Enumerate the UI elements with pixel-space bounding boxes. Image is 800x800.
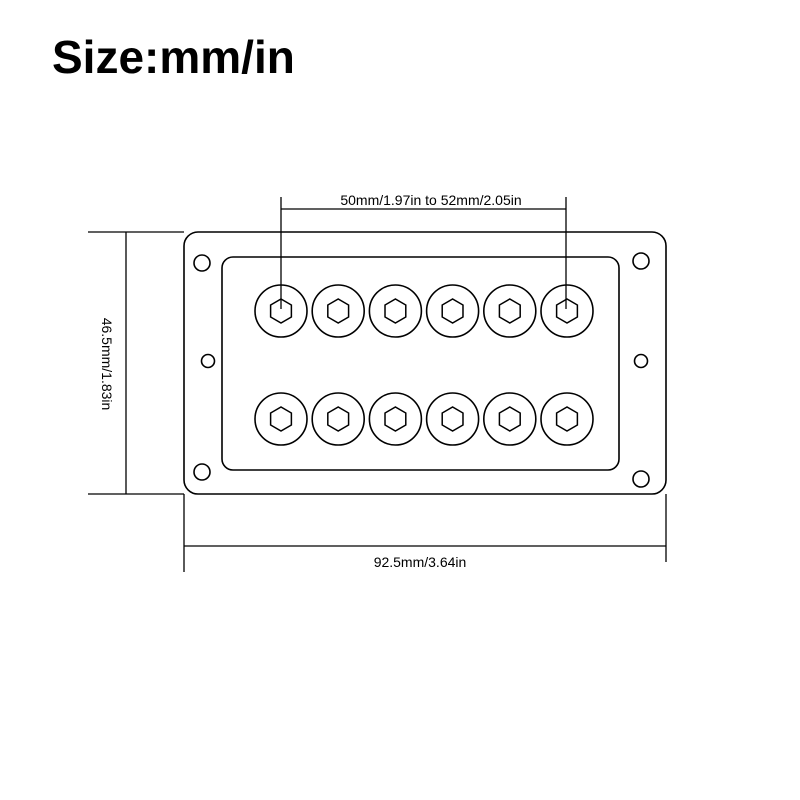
pole-piece-outline xyxy=(540,392,594,446)
hex-socket-icon xyxy=(384,298,407,324)
hex-socket-icon xyxy=(384,406,407,432)
hex-socket-icon xyxy=(327,406,350,432)
pole-piece-outline xyxy=(482,284,537,338)
mounting-hole-mid-right xyxy=(633,353,649,369)
pole-piece xyxy=(540,392,594,446)
hex-socket-icon xyxy=(498,298,521,324)
pole-piece-outline xyxy=(311,284,366,338)
pole-piece-outline xyxy=(540,284,594,338)
pickup-cover-outline xyxy=(221,256,620,471)
height-label: 46.5mm/1.83in xyxy=(99,318,115,411)
pole-piece xyxy=(540,284,594,338)
pole-piece xyxy=(311,392,366,446)
height-dimension xyxy=(88,231,184,495)
pole-pieces xyxy=(254,284,594,446)
hex-socket-icon xyxy=(498,406,521,432)
pole-piece-outline xyxy=(425,284,480,338)
hex-socket-icon xyxy=(441,298,464,324)
mounting-hole-top-left xyxy=(193,254,211,272)
mounting-ring-outline xyxy=(183,231,667,495)
pole-spacing-dimension xyxy=(280,197,567,309)
mounting-hole-mid-left xyxy=(200,353,216,369)
pole-piece xyxy=(368,284,423,338)
pole-piece xyxy=(254,392,308,446)
mounting-hole-bottom-left xyxy=(193,463,211,481)
pole-piece-outline xyxy=(368,392,423,446)
hex-socket-icon xyxy=(441,406,464,432)
hex-socket-icon xyxy=(555,406,579,432)
pole-piece xyxy=(425,284,480,338)
hex-socket-icon xyxy=(269,298,293,324)
mounting-hole-top-right xyxy=(632,252,650,270)
pole-piece xyxy=(482,392,537,446)
pole-piece xyxy=(368,392,423,446)
hex-socket-icon xyxy=(555,298,579,324)
pole-piece-outline xyxy=(368,284,423,338)
page-title: Size:mm/in xyxy=(52,31,295,83)
pole-piece xyxy=(425,392,480,446)
pole-piece xyxy=(311,284,366,338)
pole-piece-outline xyxy=(425,392,480,446)
mounting-hole-bottom-right xyxy=(632,470,650,488)
hex-socket-icon xyxy=(269,406,293,432)
pole-piece-outline xyxy=(311,392,366,446)
pole-piece xyxy=(482,284,537,338)
pole-spacing-label: 50mm/1.97in to 52mm/2.05in xyxy=(340,192,521,208)
pole-piece-outline xyxy=(482,392,537,446)
width-label: 92.5mm/3.64in xyxy=(374,554,467,570)
mounting-holes xyxy=(193,252,650,488)
pole-piece-outline xyxy=(254,392,308,446)
hex-socket-icon xyxy=(327,298,350,324)
width-dimension xyxy=(183,494,667,572)
